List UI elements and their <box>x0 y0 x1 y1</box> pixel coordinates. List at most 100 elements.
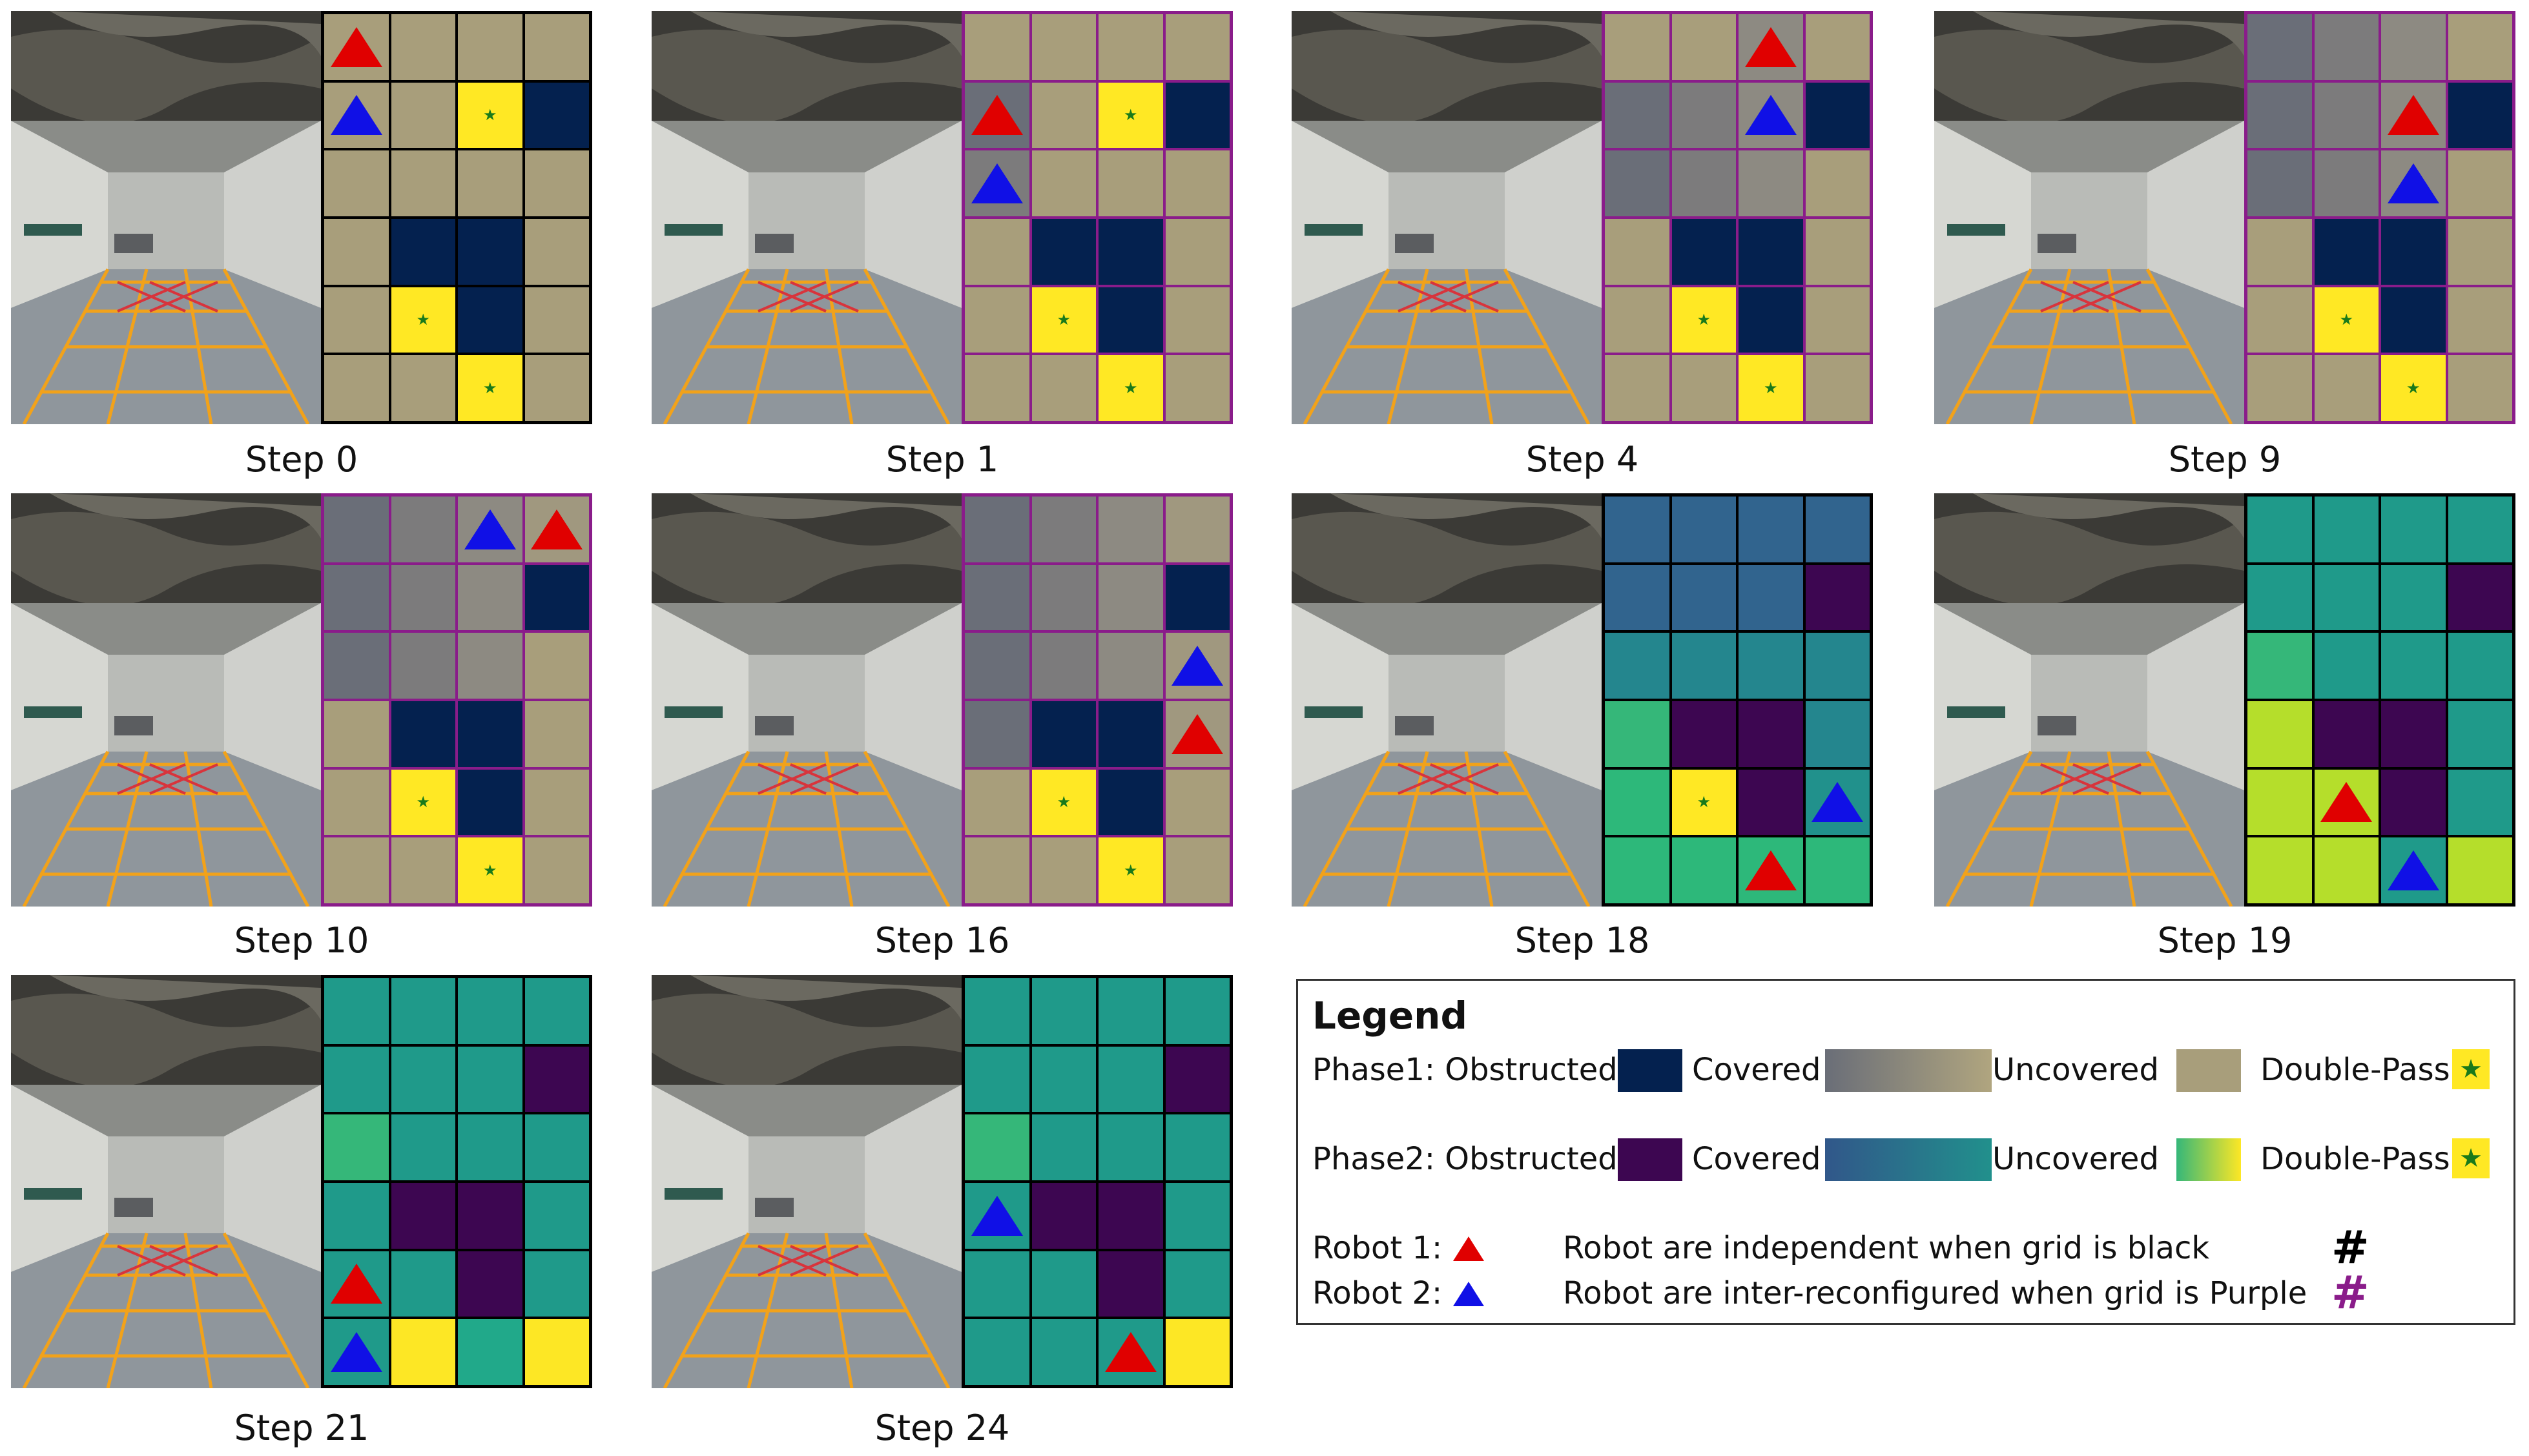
grid-cell <box>389 631 457 700</box>
grid-cell <box>389 13 457 81</box>
grid-cell <box>389 563 457 632</box>
grid-cell <box>2446 217 2514 286</box>
grid-cell <box>1030 1113 1097 1182</box>
grid-cell <box>1604 631 1671 700</box>
grid-cell: ★ <box>389 768 457 837</box>
grid-cell <box>1097 495 1164 564</box>
grid-cell: ★ <box>2313 285 2380 354</box>
grid-cell <box>389 149 457 218</box>
grid-cell <box>2446 563 2514 632</box>
grid-cell <box>1737 13 1804 81</box>
step-4-caption: Step 4 <box>1525 439 1639 480</box>
grid-cell <box>1737 631 1804 700</box>
step-19-photo <box>1934 493 2244 907</box>
grid-cell <box>964 81 1031 150</box>
grid-cell <box>457 285 524 354</box>
double-pass-star-icon: ★ <box>1697 793 1711 812</box>
step-4-coverage-grid: ★★ <box>1602 11 1873 424</box>
grid-cell <box>964 13 1031 81</box>
robot2-triangle-icon <box>1744 95 1797 136</box>
grid-cell <box>2246 81 2313 150</box>
grid-cell <box>1097 1318 1164 1386</box>
legend-phase1-obstructed-swatch <box>1618 1049 1682 1092</box>
robot1-triangle-icon <box>330 1264 382 1304</box>
grid-cell <box>523 1113 590 1182</box>
grid-cell <box>523 1318 590 1386</box>
grid-cell <box>523 495 590 564</box>
legend-robot2-label: Robot 2: <box>1312 1275 1443 1311</box>
grid-cell <box>323 354 390 422</box>
grid-cell <box>1737 836 1804 905</box>
grid-cell <box>2246 354 2313 422</box>
grid-cell <box>2380 285 2447 354</box>
grid-cell <box>523 1181 590 1250</box>
grid-cell <box>1604 217 1671 286</box>
grid-cell: ★ <box>1097 354 1164 422</box>
grid-cell <box>1670 495 1737 564</box>
grid-cell <box>1097 1045 1164 1114</box>
legend-phase2-covered-swatch <box>1825 1138 1992 1181</box>
grid-cell <box>1097 631 1164 700</box>
legend-robot1-label: Robot 1: <box>1312 1230 1443 1266</box>
legend-phase2-doublepass-star-icon: ★ <box>2452 1138 2490 1178</box>
step-24-coverage-grid <box>962 975 1233 1388</box>
grid-cell <box>2246 563 2313 632</box>
grid-cell <box>523 217 590 286</box>
grid-cell <box>2446 631 2514 700</box>
grid-cell <box>523 285 590 354</box>
grid-cell <box>1164 354 1231 422</box>
robot1-triangle-icon <box>531 509 583 549</box>
grid-cell <box>2380 13 2447 81</box>
grid-cell: ★ <box>1670 285 1737 354</box>
grid-cell <box>1737 768 1804 837</box>
grid-cell <box>523 768 590 837</box>
grid-cell <box>389 1113 457 1182</box>
grid-cell <box>1737 217 1804 286</box>
grid-cell: ★ <box>1030 768 1097 837</box>
step-9-panel: ★★Step 9 <box>1934 11 2515 484</box>
black-grid-icon: # <box>2331 1221 2369 1274</box>
grid-cell <box>457 1181 524 1250</box>
legend-phase1-doublepass-star-icon: ★ <box>2452 1049 2490 1089</box>
grid-cell <box>2313 836 2380 905</box>
robot1-triangle-icon <box>971 95 1023 136</box>
grid-cell <box>1804 13 1871 81</box>
grid-cell <box>523 81 590 150</box>
grid-cell: ★ <box>1030 285 1097 354</box>
grid-cell <box>323 977 390 1045</box>
double-pass-star-icon: ★ <box>2406 379 2421 398</box>
grid-cell <box>1030 1249 1097 1318</box>
grid-cell <box>323 1318 390 1386</box>
legend-phase1-label: Phase1: Obstructed <box>1312 1052 1618 1088</box>
grid-cell <box>1164 149 1231 218</box>
step-16-coverage-grid: ★★ <box>962 493 1233 907</box>
grid-cell: ★ <box>1670 768 1737 837</box>
grid-cell <box>1804 563 1871 632</box>
grid-cell <box>1030 631 1097 700</box>
robot2-triangle-icon <box>971 163 1023 204</box>
step-21-photo <box>11 975 321 1388</box>
grid-cell <box>964 217 1031 286</box>
grid-cell <box>1604 13 1671 81</box>
step-10-coverage-grid: ★★ <box>321 493 592 907</box>
grid-cell <box>1164 836 1231 905</box>
grid-cell <box>964 1045 1031 1114</box>
step-0-panel: ★★★Step 0 <box>11 11 592 484</box>
grid-cell <box>1670 836 1737 905</box>
double-pass-star-icon: ★ <box>2339 311 2353 329</box>
step-19-coverage-grid <box>2244 493 2515 907</box>
grid-cell <box>1030 699 1097 768</box>
grid-cell <box>1804 81 1871 150</box>
grid-cell <box>389 977 457 1045</box>
grid-cell <box>1670 81 1737 150</box>
grid-cell <box>523 977 590 1045</box>
grid-cell <box>964 149 1031 218</box>
robot1-triangle-icon <box>2387 95 2439 136</box>
grid-cell <box>389 1318 457 1386</box>
legend-title: Legend <box>1312 994 1467 1038</box>
grid-cell <box>1097 977 1164 1045</box>
grid-cell <box>389 81 457 150</box>
grid-cell <box>1097 149 1164 218</box>
grid-cell <box>964 768 1031 837</box>
grid-cell <box>1737 149 1804 218</box>
